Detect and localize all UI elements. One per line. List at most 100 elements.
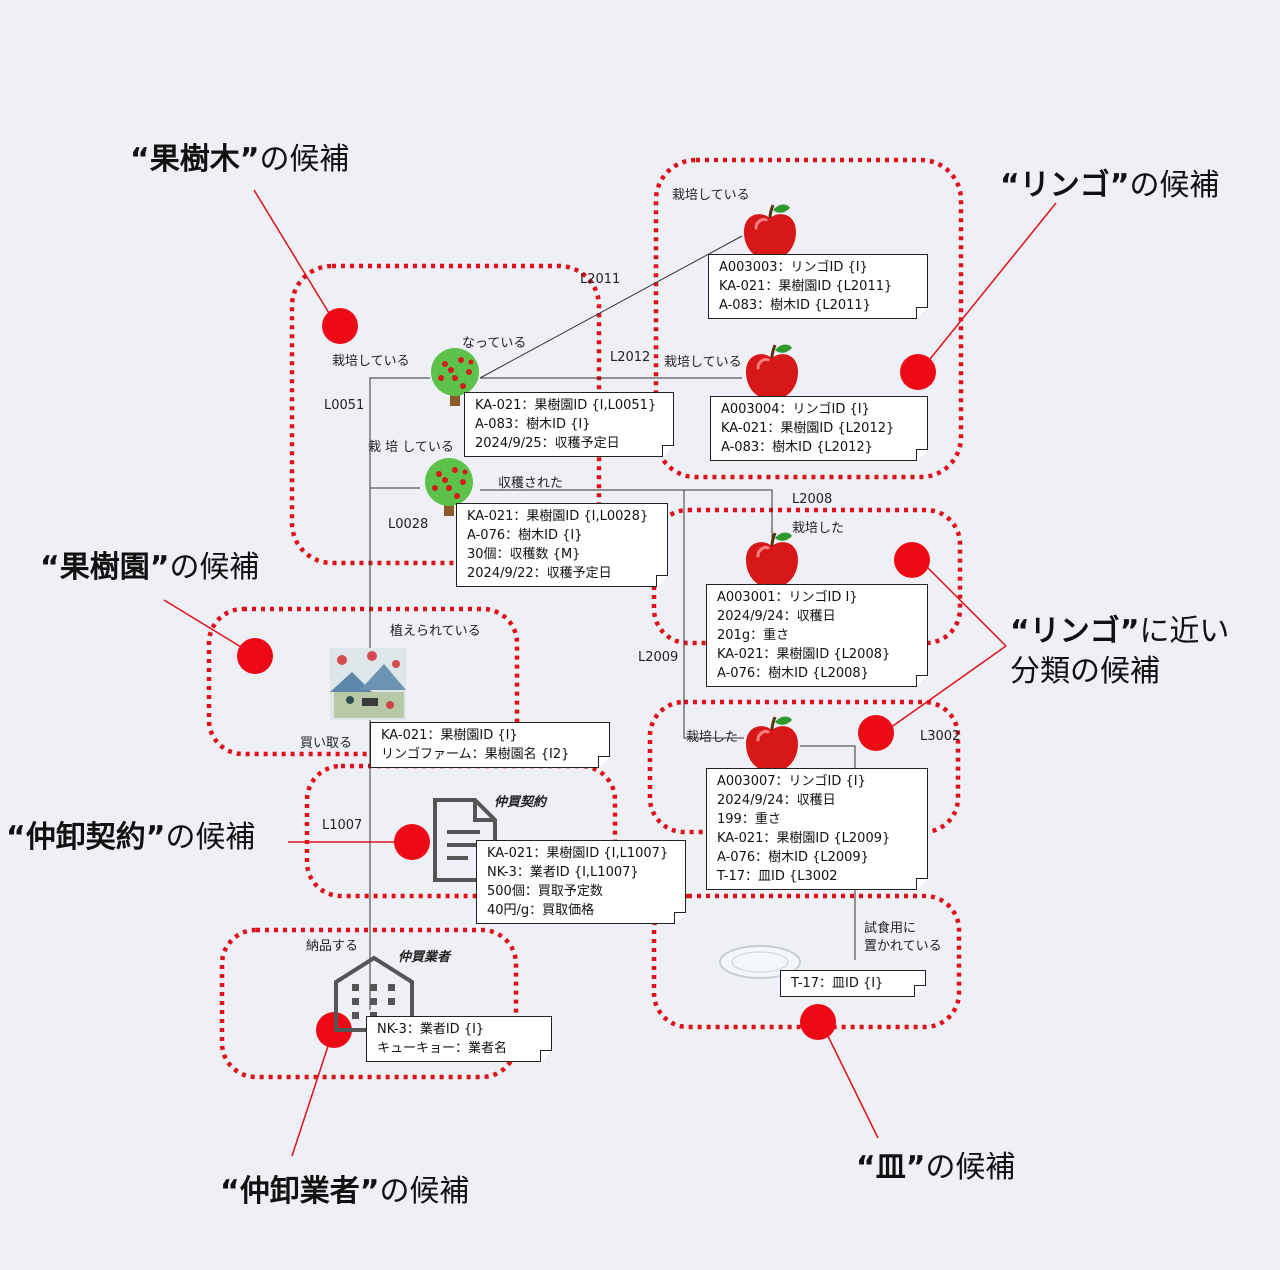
candidate-region-apple xyxy=(653,157,964,480)
candidate-region-near-apple-1 xyxy=(651,507,963,646)
note-line: キューキョー：業者名 xyxy=(377,1041,508,1056)
candidate-region-plate xyxy=(651,893,962,1030)
pointer-near-apple-a xyxy=(927,567,1007,647)
callout-line2: 分類の候補 xyxy=(1010,654,1160,689)
contract-title: 仲買契約 xyxy=(494,795,547,810)
callout-term: “仲卸契約” xyxy=(6,820,166,855)
link-id-l3002: L3002 xyxy=(920,729,961,744)
callout-term: “皿” xyxy=(856,1150,926,1185)
note-line: KA-021：果樹園ID {I,L0028} xyxy=(467,509,649,524)
note-line: A003001：リンゴID I} xyxy=(717,590,858,605)
orchard-image xyxy=(330,648,406,720)
note-line: KA-021：果樹園ID {L2008} xyxy=(717,647,891,662)
note-line: A-083：樹木ID {I} xyxy=(475,417,591,432)
callout-suffix: の候補 xyxy=(379,1174,470,1209)
pointer-apple xyxy=(925,202,1057,365)
callout-suffix: の候補 xyxy=(925,1150,1016,1185)
note-line: KA-021：果樹園ID {L2011} xyxy=(719,279,893,294)
note-line: 2024/9/22：収穫予定日 xyxy=(467,566,612,581)
relation-label-grown: 栽培した xyxy=(686,730,739,745)
note-apple-a003003: A003003：リンゴID {I} KA-021：果樹園ID {L2011} A… xyxy=(708,254,928,319)
note-line: 500個：買取予定数 xyxy=(487,884,603,899)
relation-label-delivers: 納品する xyxy=(306,939,359,954)
callout-orchard: “果樹園”の候補 xyxy=(40,542,259,586)
note-line: KA-021：果樹園ID {I,L1007} xyxy=(487,846,669,861)
note-line: A-083：樹木ID {L2012} xyxy=(721,440,873,455)
note-line: KA-021：果樹園ID {L2009} xyxy=(717,831,891,846)
relation-label-planted: 植えられている xyxy=(390,624,481,639)
callout-suffix: に近い xyxy=(1139,614,1230,649)
callout-contract: “仲卸契約”の候補 xyxy=(6,812,255,856)
note-line: A-083：樹木ID {L2011} xyxy=(719,298,871,313)
pointer-wholesaler xyxy=(291,1039,331,1157)
marker-near-apple-1 xyxy=(894,542,930,578)
relation-label-harvested: 収穫された xyxy=(498,476,564,491)
link-id-l0028: L0028 xyxy=(388,517,429,532)
marker-near-apple-2 xyxy=(858,715,894,751)
pointer-orchard xyxy=(163,599,247,651)
note-line: 2024/9/24：収穫日 xyxy=(717,793,836,808)
edge-tree2-apple3007 xyxy=(683,490,744,739)
note-line: A003007：リンゴID {I} xyxy=(717,774,866,789)
link-id-l2012: L2012 xyxy=(610,350,651,365)
note-contract: KA-021：果樹園ID {I,L1007} NK-3：業者ID {I,L100… xyxy=(476,840,686,924)
edge-orchard-tree1 xyxy=(369,377,430,760)
relation-label-buys: 買い取る xyxy=(300,736,353,751)
apple-icon xyxy=(744,531,800,589)
note-tree-a083: KA-021：果樹園ID {I,L0051} A-083：樹木ID {I} 20… xyxy=(464,392,674,457)
callout-near-apple: “リンゴ”に近い分類の候補 xyxy=(1010,612,1229,692)
note-line: 199：重さ xyxy=(717,812,781,827)
note-line: 2024/9/24：収穫日 xyxy=(717,609,836,624)
link-id-l2009: L2009 xyxy=(638,650,679,665)
marker-apple xyxy=(900,354,936,390)
relation-label-grown: 栽培した xyxy=(792,521,845,536)
relation-label-cultivating: 栽培している xyxy=(332,354,410,369)
marker-contract xyxy=(394,824,430,860)
relation-label-placed: 置かれている xyxy=(864,939,942,954)
callout-suffix: の候補 xyxy=(259,142,350,177)
candidate-region-near-apple-2 xyxy=(647,699,961,835)
marker-fruit-tree xyxy=(322,308,358,344)
apple-icon xyxy=(744,715,800,773)
note-apple-a003001: A003001：リンゴID I} 2024/9/24：収穫日 201g：重さ K… xyxy=(706,584,928,687)
note-plate: T-17：皿ID {I} xyxy=(780,970,926,997)
note-line: 2024/9/25：収穫予定日 xyxy=(475,436,620,451)
note-line: A003004：リンゴID {I} xyxy=(721,402,870,417)
callout-wholesaler: “仲卸業者”の候補 xyxy=(220,1166,469,1210)
note-line: 201g：重さ xyxy=(717,628,790,643)
wholesaler-title: 仲買業者 xyxy=(398,950,451,965)
note-line: A-076：樹木ID {I} xyxy=(467,528,583,543)
note-line: KA-021：果樹園ID {L2012} xyxy=(721,421,895,436)
link-id-l0051: L0051 xyxy=(324,398,365,413)
callout-term: “リンゴ” xyxy=(1000,168,1130,203)
apple-icon xyxy=(742,203,798,261)
pointer-plate xyxy=(823,1027,879,1139)
callout-term: “果樹木” xyxy=(130,142,260,177)
note-apple-a003004: A003004：リンゴID {I} KA-021：果樹園ID {L2012} A… xyxy=(710,396,928,461)
marker-orchard xyxy=(237,638,273,674)
note-line: A-076：樹木ID {L2008} xyxy=(717,666,869,681)
note-line: KA-021：果樹園ID {I} xyxy=(381,728,518,743)
relation-label-for-tasting: 試食用に xyxy=(864,921,917,936)
note-tree-a076: KA-021：果樹園ID {I,L0028} A-076：樹木ID {I} 30… xyxy=(456,503,668,587)
candidate-region-wholesaler xyxy=(219,927,519,1080)
apple-icon xyxy=(744,343,800,401)
link-id-l1007: L1007 xyxy=(322,818,363,833)
note-line: NK-3：業者ID {I} xyxy=(377,1022,485,1037)
note-line: A003003：リンゴID {I} xyxy=(719,260,868,275)
note-line: KA-021：果樹園ID {I,L0051} xyxy=(475,398,657,413)
edge-tree2-apple3001 xyxy=(480,489,773,540)
relation-label-cultivating: 栽培している xyxy=(664,355,742,370)
note-line: 30個：収穫数 {M} xyxy=(467,547,581,562)
candidate-region-orchard xyxy=(206,606,520,757)
relation-label-cultivating: 栽 培 している xyxy=(368,440,454,455)
relation-label-bearing: なっている xyxy=(462,336,527,351)
callout-term: “リンゴ” xyxy=(1010,614,1140,649)
pointer-fruit-tree xyxy=(253,189,333,319)
note-apple-a003007: A003007：リンゴID {I} 2024/9/24：収穫日 199：重さ K… xyxy=(706,768,928,890)
callout-apple: “リンゴ”の候補 xyxy=(1000,160,1219,204)
note-wholesaler: NK-3：業者ID {I} キューキョー：業者名 xyxy=(366,1016,552,1062)
note-line: NK-3：業者ID {I,L1007} xyxy=(487,865,639,880)
callout-suffix: の候補 xyxy=(165,820,256,855)
link-id-l2008: L2008 xyxy=(792,492,833,507)
